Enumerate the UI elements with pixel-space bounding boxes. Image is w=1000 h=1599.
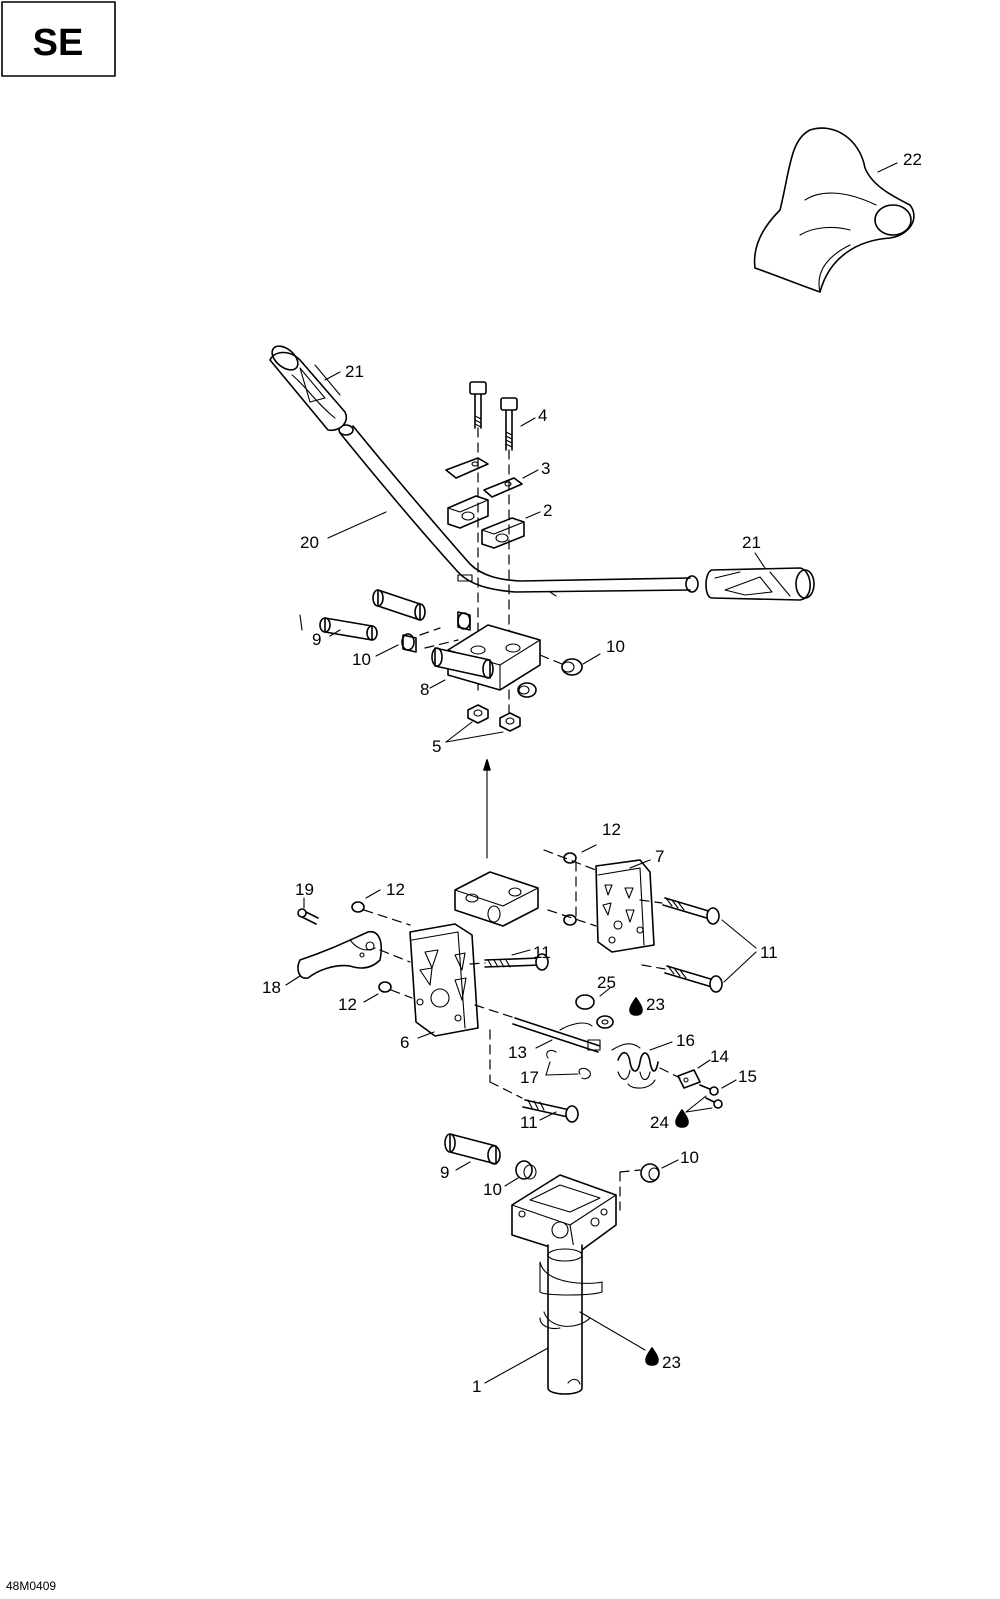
part-2-clamps [447, 495, 525, 549]
callout-19: 19 [295, 880, 314, 899]
callout-10-bottom-right: 10 [680, 1148, 699, 1167]
callout-25: 25 [597, 973, 616, 992]
part-15-screws [699, 1084, 723, 1109]
callout-16: 16 [676, 1031, 695, 1050]
part-22-handguard [753, 127, 915, 293]
part-13-shaft [474, 1004, 601, 1053]
part-21-grip-left [269, 345, 347, 432]
callout-9-bottom: 9 [440, 1163, 449, 1182]
callout-23-lower: 23 [662, 1353, 681, 1372]
part-9-lower-tube [444, 1133, 501, 1165]
callout-4: 4 [538, 406, 547, 425]
assembly-arrow [483, 759, 491, 859]
callout-11-right: 11 [760, 943, 778, 962]
callout-8: 8 [420, 680, 429, 699]
callout-12-left-top: 12 [386, 880, 405, 899]
callout-13: 13 [508, 1043, 527, 1062]
part-11-bolt-middle [484, 953, 549, 971]
callout-11-lower: 11 [520, 1113, 538, 1132]
section-badge-label: SE [33, 22, 84, 64]
callout-5: 5 [432, 737, 441, 756]
section-badge: SE [1, 1, 116, 77]
callout-23-upper: 23 [646, 995, 665, 1014]
part-12-washers-left [351, 901, 392, 993]
callout-2: 2 [543, 501, 552, 520]
part-6-bracket-left [409, 923, 479, 1037]
callout-11-middle: 11 [533, 943, 551, 962]
callout-24: 24 [650, 1113, 669, 1132]
callout-22: 22 [903, 150, 922, 169]
part-11-bolt-lower [522, 1099, 579, 1123]
callout-18: 18 [262, 978, 281, 997]
callout-3: 3 [541, 459, 550, 478]
callout-14: 14 [710, 1047, 729, 1066]
lubricant-drop-icon [675, 1109, 689, 1128]
callout-17: 17 [520, 1068, 539, 1087]
lubricant-drop-icon [629, 997, 643, 1016]
part-14-plate [677, 1069, 701, 1089]
callout-10-top-right: 10 [606, 637, 625, 656]
inset-box: 22 [753, 127, 922, 293]
callout-15: 15 [738, 1067, 757, 1086]
callout-10-bottom-left: 10 [483, 1180, 502, 1199]
part-21-grip-right [685, 567, 815, 601]
part-16-spring [611, 1043, 659, 1089]
part-10-lower-bushings [515, 1160, 660, 1183]
part-3-plates [445, 457, 523, 498]
part-20-handlebar [338, 424, 691, 597]
callout-6: 6 [400, 1033, 409, 1052]
callout-7: 7 [655, 847, 664, 866]
part-19-set-screw [297, 908, 319, 925]
part-25-washers [575, 994, 614, 1029]
part-8-riser-block [299, 589, 583, 698]
part-7-bracket-right [595, 859, 655, 953]
callout-20: 20 [300, 533, 319, 552]
callout-1: 1 [472, 1377, 481, 1396]
part-12-washers-right [563, 852, 577, 926]
part-5-nuts [467, 704, 521, 732]
part-1-steering-column [511, 1174, 617, 1395]
part-4-bolts [469, 381, 518, 451]
riser-block-small [454, 871, 539, 927]
callout-12-left-bottom: 12 [338, 995, 357, 1014]
part-17-circlips [546, 1049, 591, 1080]
callout-21-left: 21 [345, 362, 364, 381]
drawing-code: 48M0409 [6, 1579, 56, 1593]
lubricant-drop-icon [645, 1347, 659, 1366]
part-18-lever [297, 931, 383, 979]
callout-21-right: 21 [742, 533, 761, 552]
callout-12-right: 12 [602, 820, 621, 839]
part-11-bolts-right [662, 897, 723, 993]
callout-9-top: 9 [312, 630, 321, 649]
callout-10-top-left: 10 [352, 650, 371, 669]
